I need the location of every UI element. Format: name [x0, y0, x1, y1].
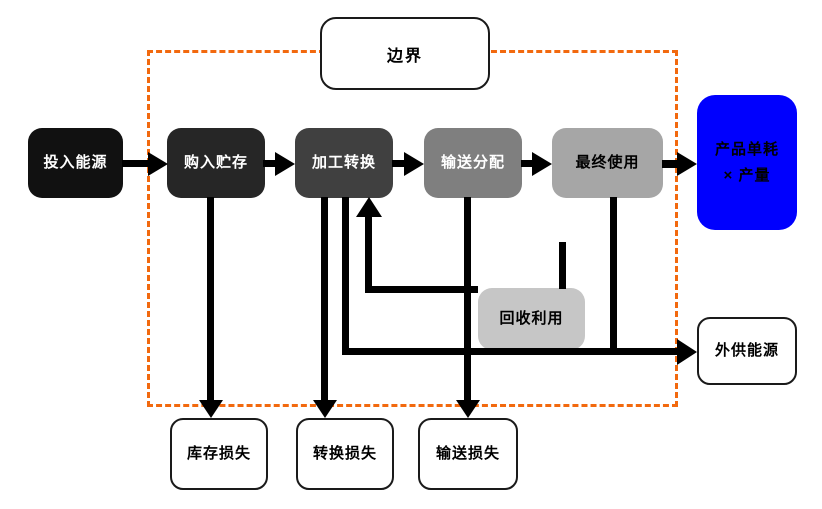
node-inventory-loss-label: 库存损失	[186, 445, 251, 463]
node-product-consumption: 产品单耗 × 产量	[697, 95, 797, 230]
node-transmission-loss-label: 输送损失	[435, 445, 500, 463]
node-product-consumption-line2: × 产量	[723, 166, 771, 184]
node-purchase-storage-label: 购入贮存	[183, 154, 248, 172]
node-input-energy: 投入能源	[28, 128, 123, 198]
node-input-energy-label: 投入能源	[43, 154, 108, 172]
node-transmission-loss: 输送损失	[418, 418, 518, 490]
node-conversion-loss-label: 转换损失	[312, 445, 377, 463]
node-inventory-loss: 库存损失	[170, 418, 268, 490]
node-recycling: 回收利用	[478, 288, 585, 350]
boundary-label-box: 边界	[320, 17, 490, 90]
node-final-use: 最终使用	[552, 128, 663, 198]
node-transmission-distribution: 输送分配	[424, 128, 522, 198]
boundary-label: 边界	[386, 47, 423, 65]
node-recycling-label: 回收利用	[499, 310, 564, 328]
node-product-consumption-line1: 产品单耗	[714, 141, 779, 158]
node-purchase-storage: 购入贮存	[167, 128, 265, 198]
node-final-use-label: 最终使用	[575, 154, 640, 172]
node-conversion-loss: 转换损失	[296, 418, 394, 490]
node-external-energy-label: 外供能源	[714, 342, 779, 360]
node-processing-conversion: 加工转换	[295, 128, 393, 198]
node-processing-conversion-label: 加工转换	[311, 154, 376, 172]
node-transmission-distribution-label: 输送分配	[440, 154, 505, 172]
node-external-energy: 外供能源	[697, 317, 797, 385]
